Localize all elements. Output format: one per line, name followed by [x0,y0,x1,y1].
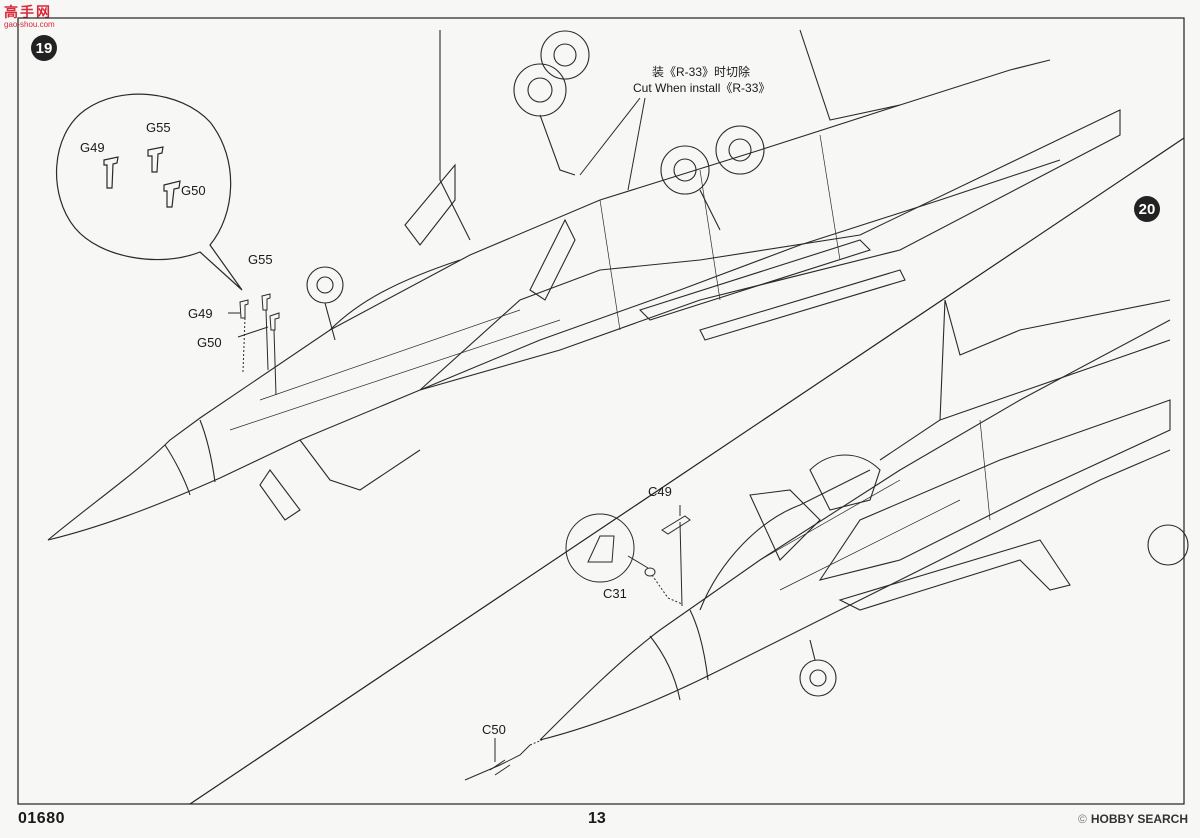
part-label-g55: G55 [248,252,273,267]
part-label-c49: C49 [648,484,672,499]
step19-callout [55,93,243,291]
site-watermark-text: 高手网 [4,5,52,21]
cut-note-pointers [579,97,646,191]
callout-label-g50: G50 [181,183,206,198]
part-label-g50: G50 [197,335,222,350]
part-label-c50: C50 [482,722,506,737]
part-label-g49: G49 [188,306,213,321]
step20-aircraft [539,299,1189,741]
cut-note-english: Cut When install《R-33》 [633,81,770,95]
page-number: 13 [588,810,606,827]
watermark-text: HOBBY SEARCH [1090,812,1188,826]
step-19-number: 19 [36,40,53,57]
cut-note-chinese: 装《R-33》时切除 [652,64,750,79]
callout-label-g49: G49 [80,140,105,155]
step-divider [189,137,1185,805]
page-frame [17,17,1185,805]
step-20-number: 20 [1139,201,1156,218]
site-watermark-url: gao-shou.com [4,20,55,29]
hobby-search-watermark: © HOBBY SEARCH [1078,812,1188,826]
step19-parts [228,293,280,396]
callout-label-g55: G55 [146,120,171,135]
product-code: 01680 [18,810,65,827]
site-watermark: 高手网 gao-shou.com [4,2,55,29]
step19-aircraft [47,29,1121,541]
part-label-c31: C31 [603,586,627,601]
copyright-icon: © [1078,812,1087,826]
step-20-badge: 20 [1134,196,1160,222]
step20-parts [464,505,691,781]
step-19-badge: 19 [31,35,57,61]
